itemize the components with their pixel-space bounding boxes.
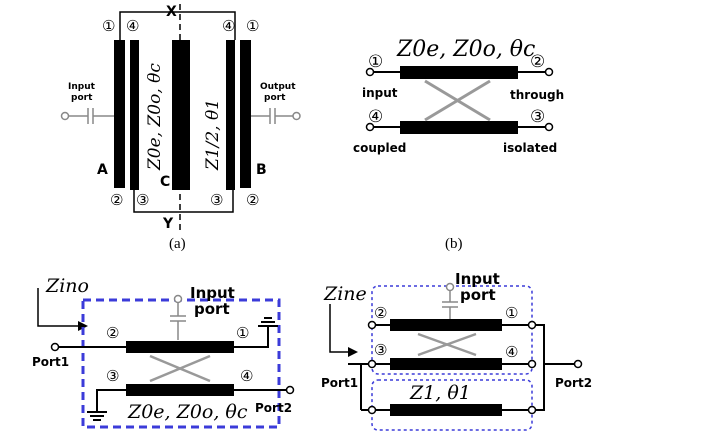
port-terminal (527, 359, 537, 369)
input-port-label: port (71, 93, 93, 103)
coupling-cross (417, 332, 477, 357)
x-label: X (166, 4, 177, 20)
port2-label: Port2 (255, 401, 292, 415)
port-terminal (527, 320, 537, 330)
port-terminal (367, 405, 377, 415)
line-impedance-label: Z1, θ1 (409, 382, 471, 404)
coupling-cross (149, 354, 211, 383)
port2-terminal (285, 385, 295, 395)
port2-bus (535, 324, 545, 411)
port-number: ② (246, 191, 259, 209)
panel-c: Zino Input port ② ① ③ ④ Port1 Port2 Z0e,… (32, 275, 295, 429)
line-b-label: B (256, 162, 267, 178)
input-impedance-label: Zine (323, 283, 367, 305)
port-number: ④ (126, 17, 139, 35)
input-port-terminal (445, 282, 455, 292)
port1-label: Port1 (32, 355, 69, 369)
port-number: ④ (240, 367, 253, 385)
center-line-impedance-label: Z1/2, θ1 (203, 99, 223, 171)
input-impedance-label: Zino (45, 275, 89, 297)
port-number: ② (530, 52, 545, 72)
input-port-label: port (194, 300, 230, 318)
port2-terminal (573, 359, 583, 369)
impedance-arrow (37, 288, 78, 327)
output-port-terminal (292, 111, 301, 121)
line-b-coupled (226, 40, 235, 190)
coupled-label: coupled (353, 141, 406, 155)
port-terminal (527, 405, 537, 415)
coupling-cross (424, 79, 491, 122)
port-terminal (544, 67, 554, 77)
port-number: ④ (368, 107, 383, 127)
line-a-coupled (130, 40, 139, 190)
line-b (240, 40, 251, 188)
port-number: ④ (505, 343, 518, 361)
panel-a: X Y ① ④ ④ ① ② ③ ③ ② Input port Output po… (60, 4, 301, 252)
port-number: ③ (530, 107, 545, 127)
line-c (172, 40, 190, 190)
output-port-label: Output (260, 82, 296, 92)
port-number: ② (106, 324, 119, 342)
input-port-label: Input (455, 270, 500, 288)
line-c-label: C (160, 174, 170, 190)
port-number: ② (374, 304, 387, 322)
y-label: Y (162, 216, 174, 232)
short-wire (234, 326, 269, 348)
input-port-label: port (460, 286, 496, 304)
input-port-terminal (173, 294, 183, 304)
dashed-box-line (371, 379, 533, 431)
port-number: ① (246, 17, 259, 35)
port-number: ③ (374, 341, 387, 359)
bottom-coupled-line (390, 358, 502, 370)
bottom-coupled-line (126, 384, 234, 396)
coupled-line-impedance-label: Z0e, Z0o, θc (145, 63, 165, 171)
input-port-terminal (60, 111, 70, 121)
impedance-arrowhead (348, 347, 358, 357)
port-number: ② (110, 191, 123, 209)
port-terminal (544, 122, 554, 132)
input-label: input (362, 86, 398, 100)
port-terminal (367, 359, 377, 369)
panel-b: Z0e, Z0o, θc ① ② ④ ③ input through coupl… (353, 37, 564, 252)
port-number: ③ (136, 191, 149, 209)
coupled-line (400, 121, 518, 134)
ground-wire (96, 389, 126, 412)
caption-b: (b) (445, 236, 463, 252)
port2-label: Port2 (555, 376, 592, 390)
port-number: ① (505, 304, 518, 322)
port1-terminal (50, 342, 60, 352)
input-port-label: Input (190, 284, 235, 302)
frame-bottom (133, 185, 234, 213)
isolated-label: isolated (503, 141, 557, 155)
impedance-arrow (329, 304, 348, 353)
port-number: ① (236, 324, 249, 342)
caption-a: (a) (169, 236, 186, 252)
line-a-label: A (97, 162, 108, 178)
panel-d: Zine Input port (321, 270, 592, 431)
port-number: ① (368, 52, 383, 72)
port-terminal (365, 67, 375, 77)
frame-top (119, 11, 236, 40)
through-line (400, 66, 518, 79)
port-terminal (367, 320, 377, 330)
port-number: ③ (106, 367, 119, 385)
line-a (114, 40, 125, 188)
input-port-label: Input (68, 82, 96, 92)
through-label: through (510, 88, 564, 102)
port-number: ③ (210, 191, 223, 209)
output-port-label: port (264, 93, 286, 103)
coupler-impedance-label: Z0e, Z0o, θc (127, 401, 248, 423)
port-terminal (365, 122, 375, 132)
coupler-impedance-header: Z0e, Z0o, θc (396, 37, 535, 62)
port-number: ① (102, 17, 115, 35)
single-line (390, 404, 502, 416)
top-coupled-line (390, 319, 502, 331)
impedance-arrowhead (78, 321, 88, 331)
top-coupled-line (126, 341, 234, 353)
port1-label: Port1 (321, 376, 358, 390)
port-number: ④ (222, 17, 235, 35)
